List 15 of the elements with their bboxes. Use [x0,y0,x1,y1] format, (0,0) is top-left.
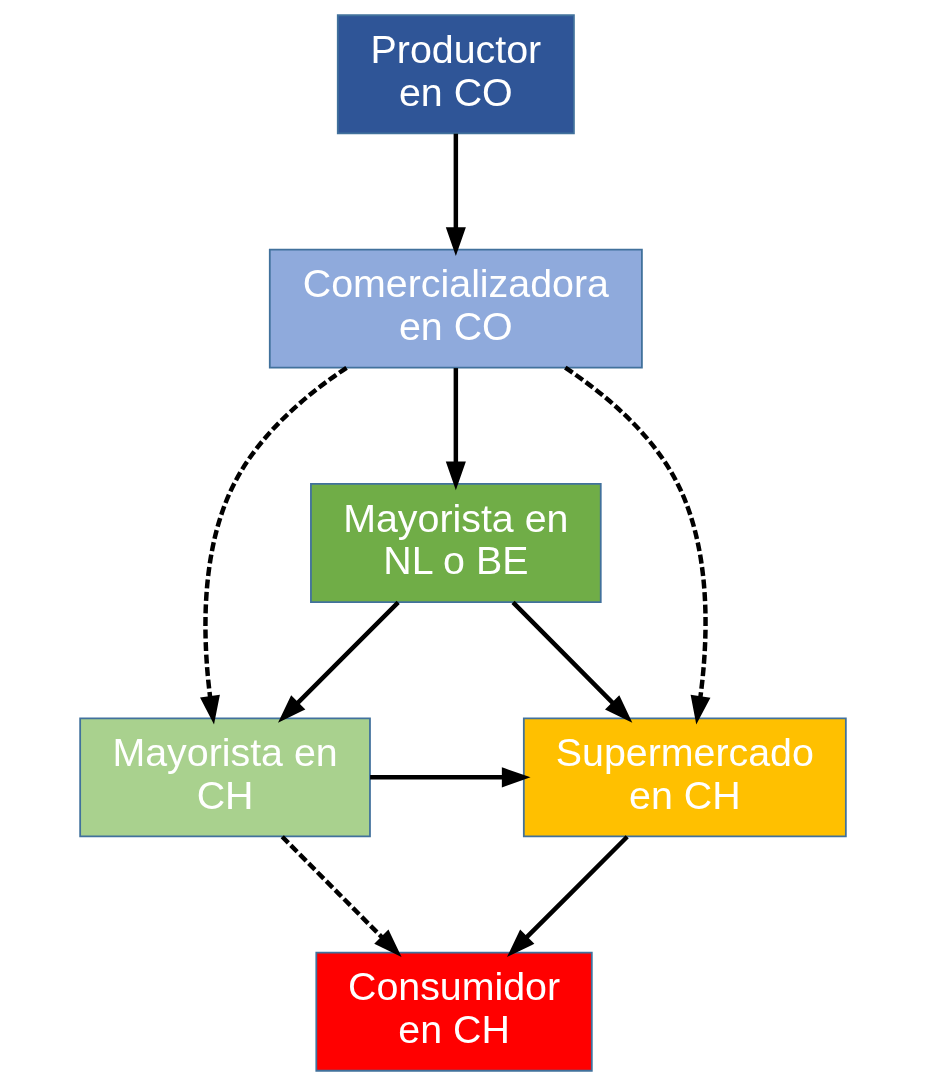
node-box: Supermercado en CH [522,717,847,838]
arrow [280,835,402,957]
node-box: Comercializadora en CO [268,248,643,369]
node-box: Mayorista en NL o BE [309,483,602,603]
node-box: Productor en CO [336,14,575,135]
arrow [563,365,710,725]
node-box: Consumidor en CH [314,951,593,1072]
arrow [277,600,400,723]
arrow [510,600,632,723]
node-box: Mayorista en CH [78,717,371,838]
arrow [369,767,531,788]
arrow [506,835,629,957]
arrow [445,133,466,256]
arrow [445,368,466,491]
arrow [199,365,348,725]
